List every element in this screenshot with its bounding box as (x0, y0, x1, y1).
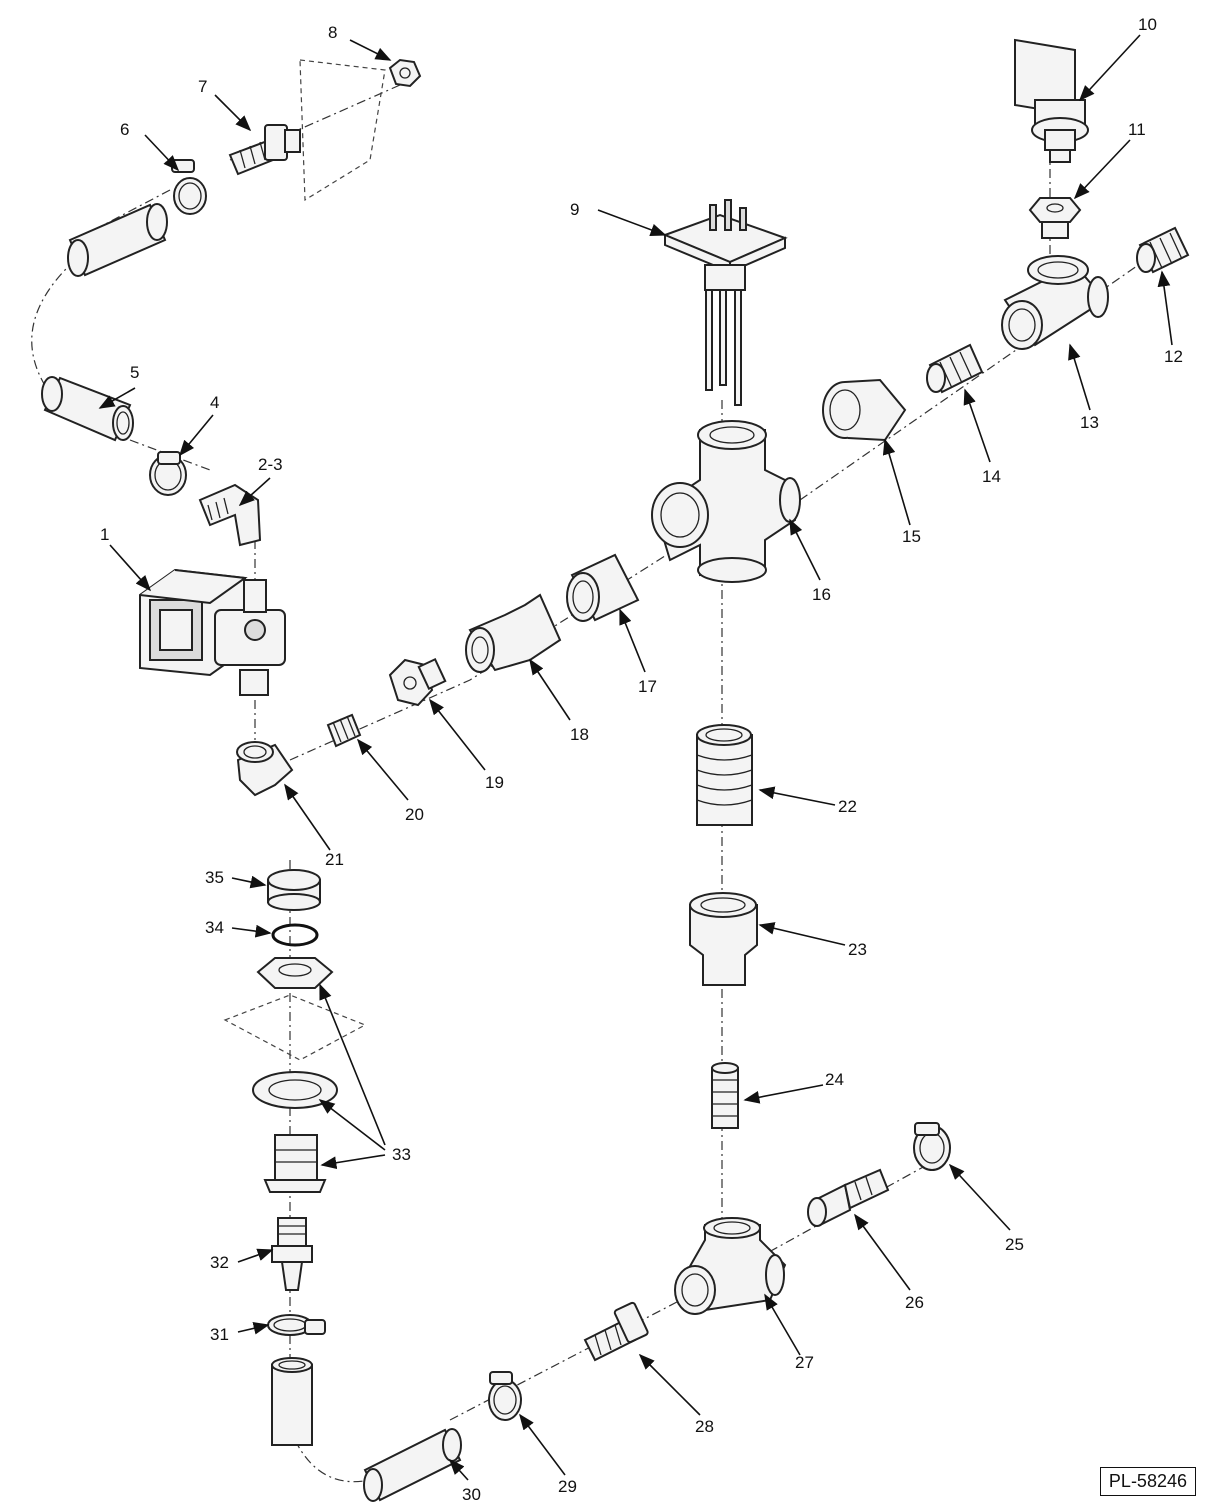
hose-upper (67, 203, 168, 277)
callout-31: 31 (210, 1325, 229, 1344)
callout-29: 29 (558, 1477, 577, 1496)
figure-reference-label: PL-58246 (1099, 1467, 1196, 1496)
hose-clamp-31 (267, 1314, 326, 1336)
pipe-elbow-21 (236, 741, 294, 797)
callout-23: 23 (848, 940, 867, 959)
pipe-nipple-12 (1136, 226, 1190, 274)
callout-34: 34 (205, 918, 224, 937)
reducing-bushing-23 (689, 892, 758, 986)
pipe-cross-16 (651, 420, 801, 583)
callout-25: 25 (1005, 1235, 1024, 1254)
callout-1: 1 (100, 525, 109, 544)
callout-22: 22 (838, 797, 857, 816)
callout-21: 21 (325, 850, 344, 869)
hose-30 (363, 1428, 462, 1502)
callout-14: 14 (982, 467, 1001, 486)
reducing-coupling-18 (465, 593, 562, 673)
callout-7: 7 (198, 77, 207, 96)
mounting-panel-upper (299, 59, 386, 202)
elbow-barb-fitting (198, 483, 262, 547)
hose-clamp-29 (488, 1371, 522, 1421)
mounting-panel-lower (223, 994, 367, 1061)
hose-clamp-4 (149, 451, 187, 496)
pipe-nipple-20 (326, 713, 362, 748)
callout-15: 15 (902, 527, 921, 546)
solenoid-valve (139, 568, 286, 696)
callout-9: 9 (570, 200, 579, 219)
pressure-switch (1014, 38, 1089, 163)
callout-30: 30 (462, 1485, 481, 1504)
pipe-tee-27 (674, 1217, 787, 1315)
callout-12: 12 (1164, 347, 1183, 366)
hex-nut-8 (388, 58, 422, 88)
callout-8: 8 (328, 23, 337, 42)
pipe-nipple-14 (926, 343, 984, 394)
hex-bushing-11 (1028, 197, 1082, 239)
callout-17: 17 (638, 677, 657, 696)
callout-28: 28 (695, 1417, 714, 1436)
heating-element (662, 199, 788, 406)
hose-clamp-6 (171, 159, 207, 215)
callout-35: 35 (205, 868, 224, 887)
hose-clamp-25 (913, 1122, 951, 1171)
callout-19: 19 (485, 773, 504, 792)
hose-5 (41, 376, 134, 442)
callout-32: 32 (210, 1253, 229, 1272)
callout-2-3: 2-3 (258, 455, 283, 474)
callout-11: 11 (1128, 120, 1146, 139)
cap-35 (267, 869, 321, 911)
hose-vertical (271, 1357, 313, 1446)
callout-27: 27 (795, 1353, 814, 1372)
barb-fitting-32 (271, 1217, 313, 1291)
pipe-nipple-22 (696, 724, 753, 826)
pipe-coupling-17 (566, 553, 640, 622)
callout-24: 24 (825, 1070, 844, 1089)
callout-6: 6 (120, 120, 129, 139)
pipe-tee-13 (1001, 255, 1109, 350)
callout-leaders (98, 34, 1173, 1481)
o-ring-34 (271, 923, 319, 947)
hex-bushing-19 (388, 657, 447, 707)
callout-16: 16 (812, 585, 831, 604)
pipe-nipple-24 (711, 1062, 739, 1129)
fitting-assembly-33 (252, 957, 338, 1193)
callout-18: 18 (570, 725, 589, 744)
barb-fitting-26 (807, 1168, 890, 1227)
callout-20: 20 (405, 805, 424, 824)
callout-5: 5 (130, 363, 139, 382)
callout-4: 4 (210, 393, 219, 412)
callout-13: 13 (1080, 413, 1099, 432)
callout-33: 33 (392, 1145, 411, 1164)
assembly-centerlines (31, 84, 1161, 1483)
barb-fitting-7 (228, 124, 301, 176)
barb-fitting-28 (583, 1301, 649, 1362)
callout-labels: 1 2-3 4 5 6 7 8 9 10 11 12 13 14 15 16 1… (100, 15, 1183, 1504)
callout-10: 10 (1138, 15, 1157, 34)
hex-bushing-15 (822, 378, 907, 442)
callout-26: 26 (905, 1293, 924, 1312)
